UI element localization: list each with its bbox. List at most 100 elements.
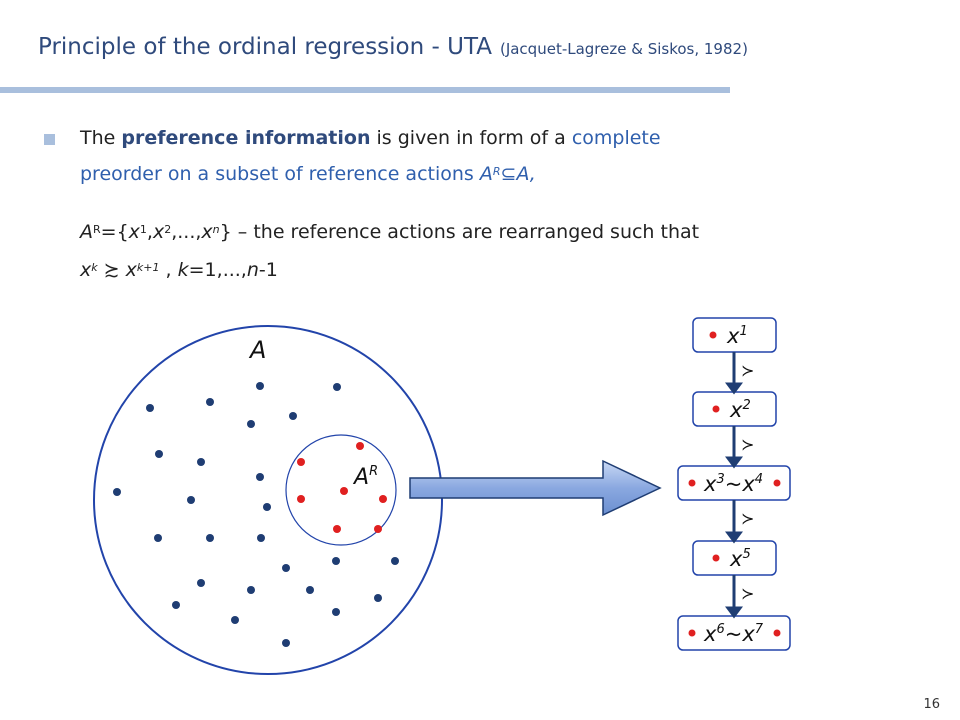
arrowhead [725, 606, 743, 619]
action-dot [391, 557, 399, 565]
reference-dot [297, 458, 305, 466]
reference-dot [773, 479, 781, 487]
math-x: x [128, 221, 140, 243]
action-dot [256, 382, 264, 390]
preference-symbol: ≻ [741, 435, 754, 454]
title-text: Principle of the ordinal regression - UT… [38, 34, 492, 60]
ranking-chain: x1 x2 x3~x4 x5 x6~x7 [677, 317, 791, 651]
reference-dot [356, 442, 364, 450]
reference-dot [340, 487, 348, 495]
bullet-marker [44, 134, 55, 145]
action-dot [197, 458, 205, 466]
subset-label-A: A [352, 465, 369, 490]
math-A: A [479, 163, 493, 185]
math-sep: ,..., [171, 221, 202, 243]
subset-AR-label: AR [352, 464, 378, 490]
citation: (Jacquet-Lagreze & Siskos, 1982) [499, 40, 748, 58]
bullet-text-line1: The preference information is given in f… [80, 120, 661, 156]
action-dot [332, 557, 340, 565]
action-dot [257, 534, 265, 542]
reference-dot [688, 629, 696, 637]
arrowhead [725, 531, 743, 544]
rank-label-1: x1 [726, 324, 748, 348]
rank-label-3: x3~x4 [703, 472, 763, 496]
action-dot [206, 398, 214, 406]
action-dot [256, 473, 264, 481]
action-dot [231, 616, 239, 624]
math-sup: n [212, 223, 220, 236]
reference-dot [379, 495, 387, 503]
math-sup: R [93, 223, 101, 236]
math-sup: R [492, 165, 501, 178]
math-A: A [80, 221, 93, 243]
reference-dot [712, 405, 720, 413]
action-dot [306, 586, 314, 594]
action-dot [247, 586, 255, 594]
bullet-text-line2: preorder on a subset of reference action… [80, 156, 536, 192]
preference-symbol: ≻ [741, 509, 754, 528]
math-sup: k [91, 261, 98, 274]
reference-dot [374, 525, 382, 533]
set-A-circle [93, 325, 443, 675]
action-dot [206, 534, 214, 542]
mapping-arrow [409, 459, 662, 517]
math-eq: ={ [100, 221, 129, 243]
definition-line1: AR={x1,x2,...,xn} – the reference action… [80, 214, 699, 250]
action-dot [155, 450, 163, 458]
action-dot [333, 383, 341, 391]
weak-preference-symbol: ≿ [103, 259, 120, 281]
action-dot [282, 639, 290, 647]
reference-actions [297, 442, 387, 533]
math-sup: 2 [164, 223, 172, 236]
rank-label-4: x5 [729, 547, 751, 571]
text-segment: , [165, 259, 178, 281]
non-reference-actions [113, 382, 399, 647]
math-x: x [125, 259, 137, 281]
math-A-end: A, [516, 163, 536, 185]
math-k: k [177, 259, 189, 281]
action-dot [187, 496, 195, 504]
action-dot [197, 579, 205, 587]
reference-dot [712, 554, 720, 562]
complete-text: complete [571, 127, 661, 149]
subset-label-sup: R [369, 464, 378, 479]
page-number: 16 [923, 697, 940, 712]
reference-dot [709, 331, 717, 339]
action-dot [154, 534, 162, 542]
preference-information-text: preference information [121, 127, 371, 149]
arrowhead [725, 382, 743, 395]
rank-label-2: x2 [729, 398, 751, 422]
subseteq-symbol: ⊆ [500, 163, 517, 185]
action-dot [374, 594, 382, 602]
text-segment: preorder on a subset of reference action… [80, 163, 480, 185]
subset-AR-circle [285, 434, 397, 546]
math-n: n [246, 259, 259, 281]
action-dot [146, 404, 154, 412]
reference-dot [297, 495, 305, 503]
text-segment: is given in form of a [370, 127, 572, 149]
action-dot [289, 412, 297, 420]
rank-label-5: x6~x7 [703, 622, 764, 646]
math-x: x [201, 221, 213, 243]
action-dot [332, 608, 340, 616]
title-underline [0, 87, 730, 93]
reference-dot [688, 479, 696, 487]
action-dot [172, 601, 180, 609]
action-dot [282, 564, 290, 572]
reference-dot [773, 629, 781, 637]
slide-title: Principle of the ordinal regression - UT… [38, 34, 748, 60]
preference-symbol: ≻ [741, 584, 754, 603]
set-A-label: A [248, 336, 266, 364]
text-segment: The [80, 127, 122, 149]
reference-dot [333, 525, 341, 533]
text-segment: } – the reference actions are rearranged… [219, 221, 700, 243]
preference-symbol: ≻ [741, 361, 754, 380]
action-dot [247, 420, 255, 428]
math-x: x [80, 259, 92, 281]
math-sup: 1 [139, 223, 147, 236]
math-sup: k+1 [136, 261, 160, 274]
text-segment: -1 [258, 259, 278, 281]
action-dot [113, 488, 121, 496]
arrowhead [725, 456, 743, 469]
